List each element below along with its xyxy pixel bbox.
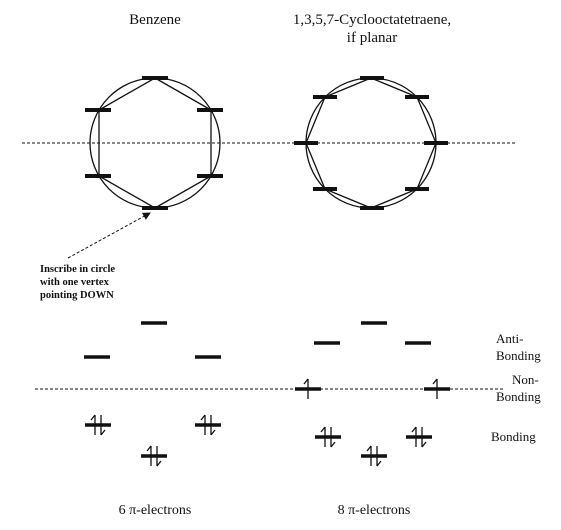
antibonding-label-line1: Anti-: [496, 331, 523, 346]
electron-spin-down: [100, 415, 106, 436]
cot-title-line2: if planar: [347, 30, 397, 46]
electron-spin-up: [432, 378, 438, 399]
electron-spin-down: [376, 446, 382, 467]
cot-circle-level-marks: [294, 76, 448, 210]
annotation-line3: pointing DOWN: [40, 290, 114, 301]
electron-spin-up: [303, 378, 309, 399]
benzene-circle-level-marks: [85, 76, 223, 210]
electron-spin-down: [330, 427, 336, 448]
nonbonding-label-line2: Bonding: [496, 389, 541, 404]
electron-spin-down: [210, 415, 216, 436]
benzene-energy-levels: [84, 321, 221, 458]
benzene-electron-count: 6 π-electrons: [119, 503, 192, 518]
electron-spin-up: [90, 414, 96, 435]
antibonding-label-line2: Bonding: [496, 348, 541, 363]
electron-spin-down: [156, 446, 162, 467]
electron-spin-up: [320, 426, 326, 447]
cot-energy-levels: [295, 321, 450, 458]
electron-spin-up: [146, 445, 152, 466]
electron-spin-up: [366, 445, 372, 466]
benzene-title: Benzene: [129, 12, 181, 28]
annotation-arrow: [67, 212, 151, 259]
bonding-label: Bonding: [491, 429, 536, 444]
electron-spin-down: [421, 427, 427, 448]
nonbonding-label-line1: Non-: [512, 372, 539, 387]
electron-spin-up: [200, 414, 206, 435]
cot-frost-circle: [294, 76, 448, 210]
benzene-frost-circle: [85, 76, 223, 210]
electron-spin-up: [411, 426, 417, 447]
annotation-line2: with one vertex: [40, 277, 110, 288]
cot-title-line1: 1,3,5,7-Cyclooctatetraene,: [293, 12, 451, 28]
benzene-electrons: [90, 414, 216, 467]
cot-electrons: [303, 378, 438, 467]
annotation-line1: Inscribe in circle: [40, 264, 115, 275]
cot-electron-count: 8 π-electrons: [338, 503, 411, 518]
